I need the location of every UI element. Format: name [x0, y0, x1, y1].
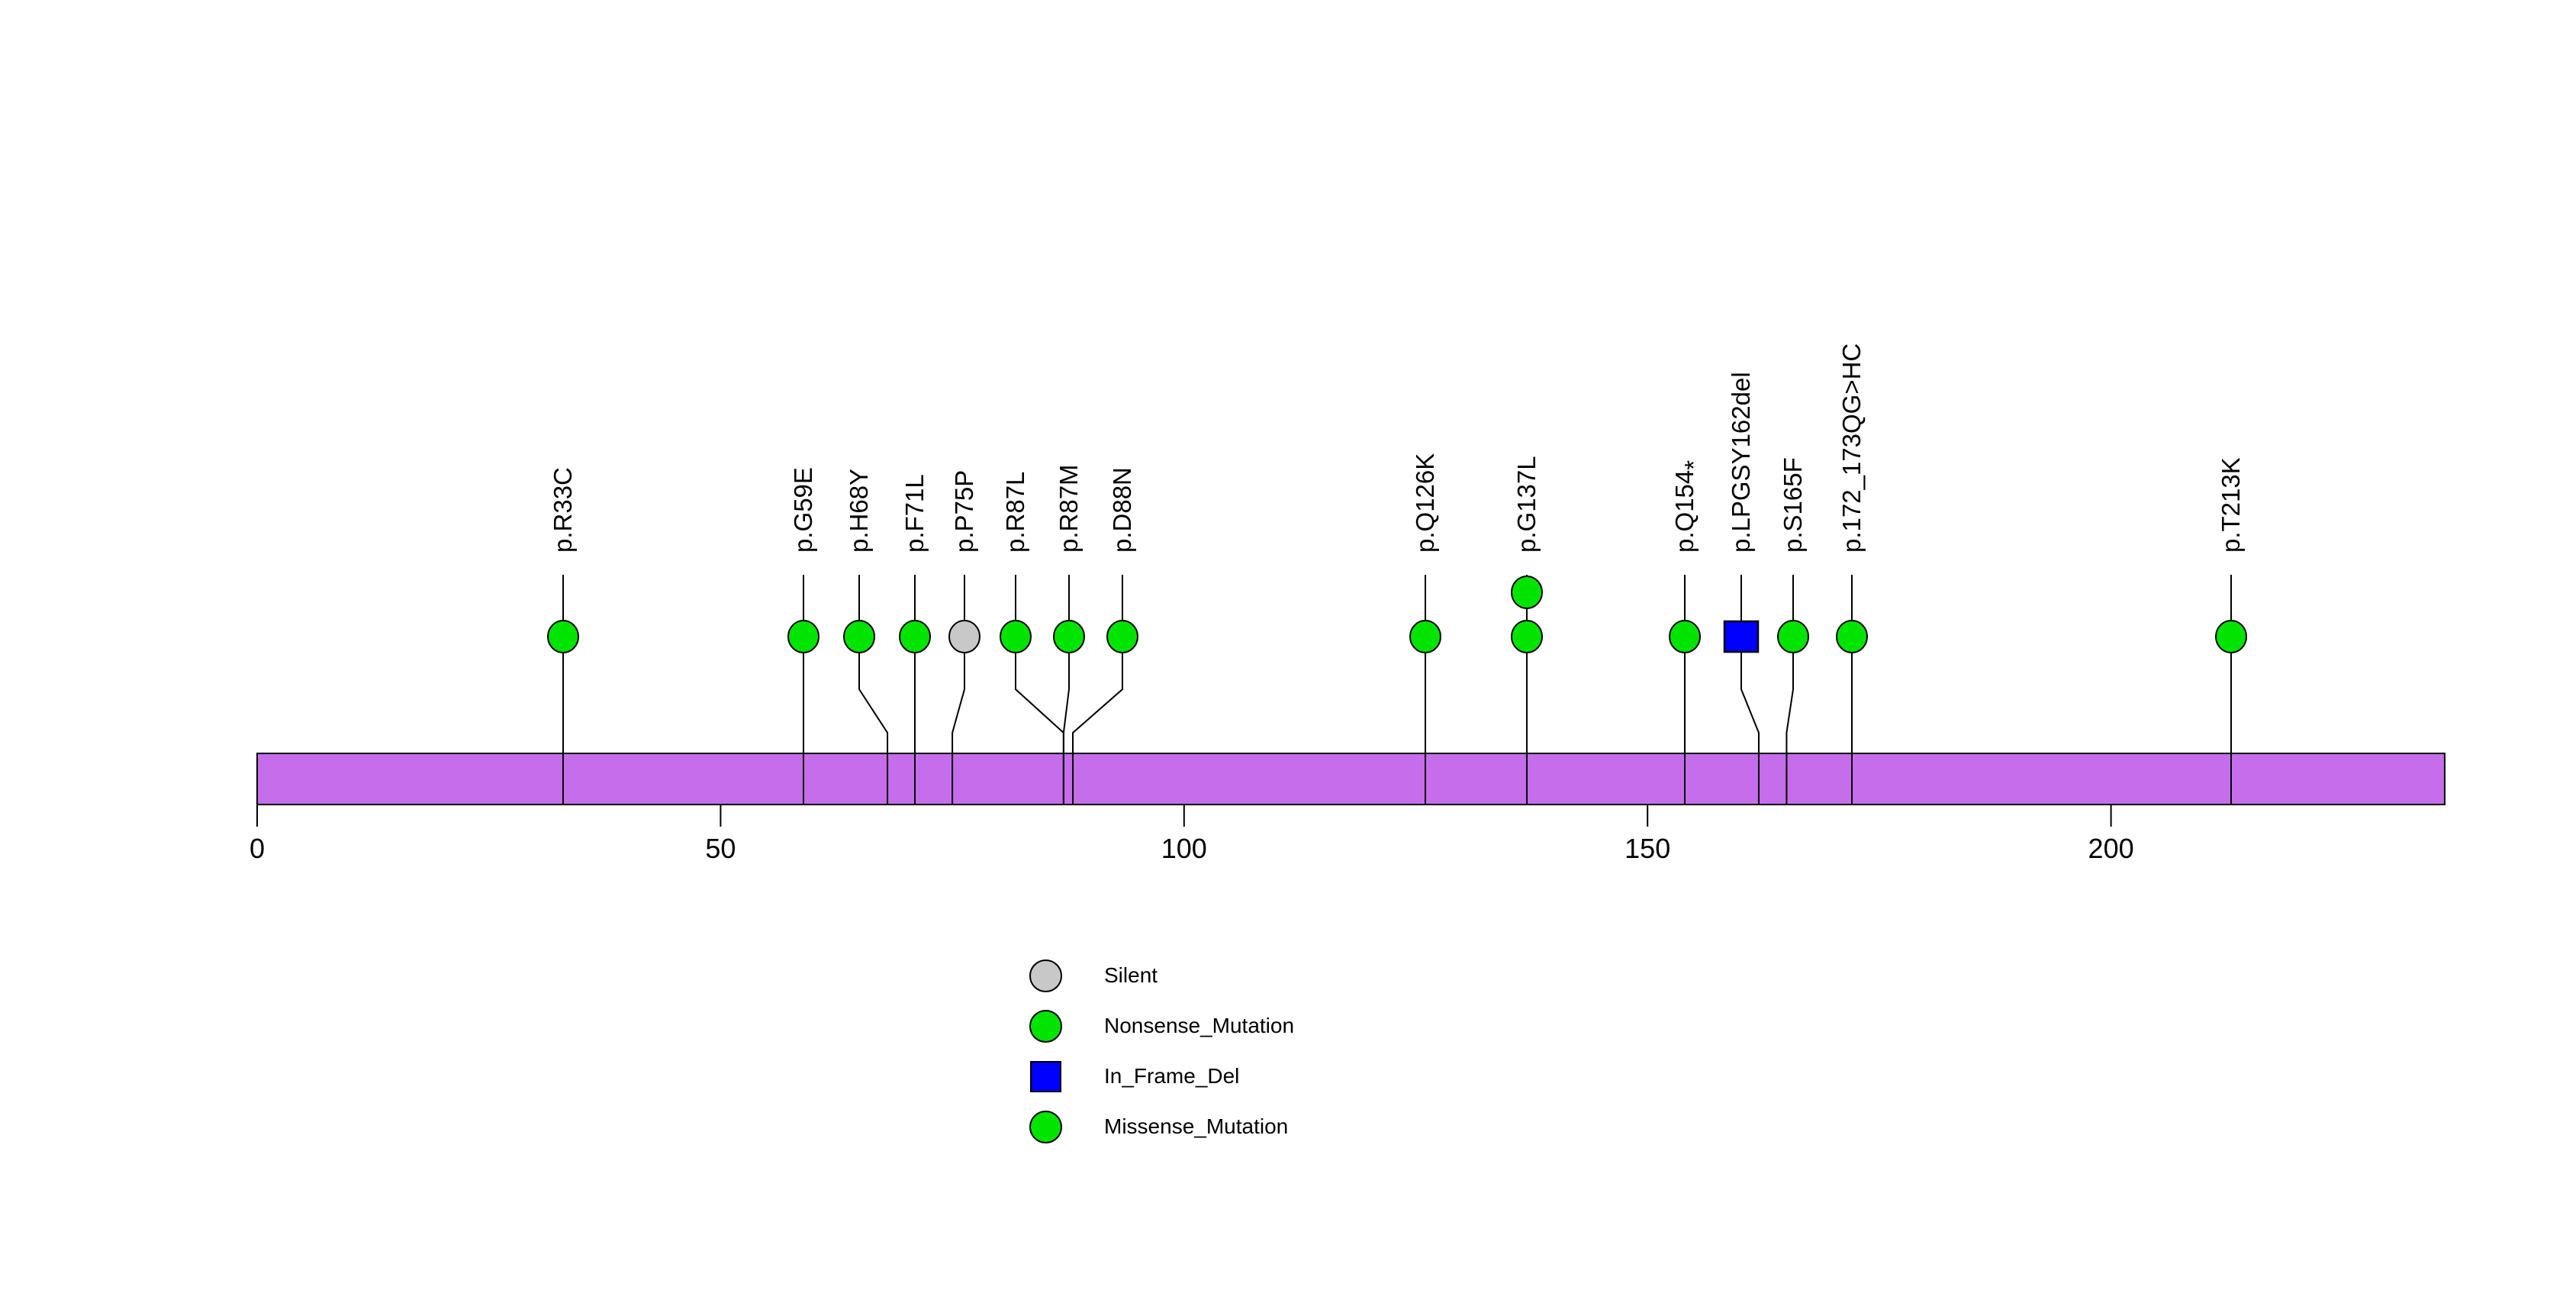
- mutation-marker: [1511, 576, 1543, 609]
- mutation-marker: [787, 620, 819, 653]
- mutation-label: p.LPGSY162del: [1727, 372, 1755, 553]
- mutation-label: p.G59E: [789, 467, 817, 553]
- mutation-label: p.Q154*: [1670, 460, 1708, 553]
- in-frame-del-marker-icon: [1030, 1060, 1061, 1092]
- legend-label: Silent: [1104, 963, 1158, 987]
- missense-mutation-marker-icon: [1029, 1110, 1062, 1143]
- legend-row-nonsense-mutation: Nonsense_Mutation: [1029, 1001, 1294, 1051]
- legend-row-silent: Silent: [1029, 950, 1294, 1001]
- mutation-label: p.D88N: [1108, 467, 1136, 553]
- nonsense-mutation-marker-icon: [1029, 1009, 1062, 1043]
- mutation-label: p.F71L: [900, 474, 929, 553]
- mutation-marker: [1409, 620, 1441, 653]
- mutation-marker: [1053, 620, 1085, 653]
- mutation-label: p.P75P: [950, 470, 978, 553]
- mutation-marker: [843, 620, 875, 653]
- silent-marker-icon: [1029, 959, 1062, 992]
- mutation-marker: [1106, 620, 1138, 653]
- protein-bar: [256, 753, 2446, 805]
- legend-label: In_Frame_Del: [1104, 1064, 1240, 1088]
- axis-tick-label: 150: [1624, 833, 1670, 864]
- mutation-label: p.R33C: [549, 467, 577, 553]
- mutation-marker: [1000, 620, 1032, 653]
- axis-tick-label: 100: [1161, 833, 1207, 864]
- legend-row-in-frame-del: In_Frame_Del: [1029, 1051, 1294, 1101]
- mutation-label: p.R87M: [1055, 464, 1083, 553]
- mutation-marker: [948, 620, 980, 653]
- axis-tick-label: 200: [2088, 833, 2134, 864]
- legend: Silent Nonsense_Mutation In_Frame_Del Mi…: [1029, 950, 1294, 1152]
- axis-tick-label: 0: [250, 833, 265, 864]
- mutation-label: p.H68Y: [845, 469, 873, 553]
- legend-row-missense-mutation: Missense_Mutation: [1029, 1101, 1294, 1152]
- mutation-marker: [899, 620, 931, 653]
- mutation-label: p.S165F: [1779, 457, 1807, 553]
- mutation-label: p.G137L: [1512, 456, 1541, 553]
- mutation-label: p.172_173QG>HC: [1837, 343, 1866, 553]
- axis-tick-label: 50: [705, 833, 736, 864]
- legend-label: Missense_Mutation: [1104, 1114, 1289, 1138]
- mutation-marker: [1836, 620, 1868, 653]
- mutation-label: p.Q126K: [1411, 453, 1439, 553]
- mutation-label: p.T213K: [2217, 457, 2245, 553]
- mutation-marker: [1669, 620, 1701, 653]
- mutation-label: p.R87L: [1001, 472, 1029, 553]
- mutation-marker: [547, 620, 579, 653]
- mutation-marker: [1723, 620, 1760, 653]
- legend-label: Nonsense_Mutation: [1104, 1014, 1295, 1037]
- mutation-marker: [2215, 620, 2247, 653]
- mutation-marker: [1511, 620, 1543, 653]
- mutation-marker: [1777, 620, 1809, 653]
